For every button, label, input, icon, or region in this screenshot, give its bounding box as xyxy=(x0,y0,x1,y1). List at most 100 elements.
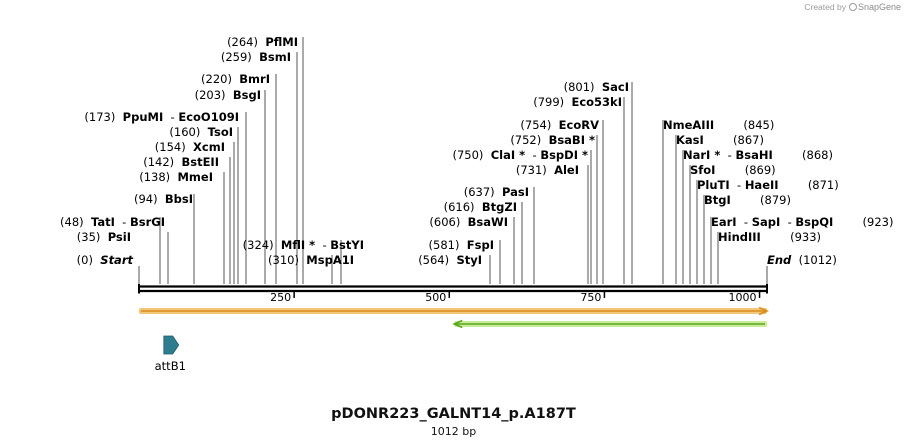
enzyme-name-eari[interactable]: EarI xyxy=(711,215,737,229)
start-label: (0) Start xyxy=(77,253,134,267)
enzyme-name-kasi[interactable]: KasI xyxy=(676,133,704,147)
enzyme-name-sfoi[interactable]: SfoI xyxy=(690,163,715,177)
enzyme-name-ecoo109i[interactable]: EcoO109I xyxy=(178,110,239,124)
site-gap xyxy=(232,72,239,86)
enzyme-name-bsrgi[interactable]: BsrGI xyxy=(130,215,165,229)
enzyme-name-fspi[interactable]: FspI xyxy=(467,238,494,252)
site-label-nari[interactable]: NarI * - BsaHI (868) xyxy=(683,148,833,162)
enzyme-name-psii[interactable]: PsiI xyxy=(108,230,131,244)
site-label-bsgi[interactable]: (203) BsgI xyxy=(195,88,261,102)
enzyme-name-styi[interactable]: StyI xyxy=(456,253,482,267)
site-label-xcmi[interactable]: (154) XcmI xyxy=(155,140,225,154)
site-label-nmeaiii[interactable]: NmeAIII (845) xyxy=(663,118,774,132)
enzyme-name-bmri[interactable]: BmrI xyxy=(239,72,270,86)
enzyme-name-mmei[interactable]: MmeI xyxy=(177,170,213,184)
site-label-hindiii[interactable]: HindIII (933) xyxy=(718,230,821,244)
site-label-bbsi[interactable]: (94) BbsI xyxy=(134,192,193,206)
enzyme-name-bsabi[interactable]: BsaBI * xyxy=(549,133,595,147)
site-label-psii[interactable]: (35) PsiI xyxy=(77,230,131,244)
enzyme-name-btgi[interactable]: BtgI xyxy=(704,193,731,207)
site-separator: - xyxy=(315,238,330,252)
site-gap xyxy=(833,215,862,229)
site-separator: - xyxy=(525,148,540,162)
enzyme-name-bsgi[interactable]: BsgI xyxy=(233,88,261,102)
site-position: (264) xyxy=(227,35,258,49)
enzyme-name-mfli[interactable]: MflI * xyxy=(281,238,315,252)
site-label-bmri[interactable]: (220) BmrI xyxy=(201,72,270,86)
enzyme-name-ppumi[interactable]: PpuMI xyxy=(123,110,164,124)
enzyme-name-bstyi[interactable]: BstYI xyxy=(330,238,364,252)
site-label-mmei[interactable]: (138) MmeI xyxy=(139,170,213,184)
enzyme-name-bspdi[interactable]: BspDI * xyxy=(540,148,588,162)
enzyme-name-sapi[interactable]: SapI xyxy=(752,215,781,229)
site-gap xyxy=(779,178,808,192)
site-label-eari[interactable]: EarI - SapI - BspQI (923) xyxy=(711,215,893,229)
enzyme-name-tsoi[interactable]: TsoI xyxy=(208,125,233,139)
site-label-clai[interactable]: (750) ClaI * - BspDI * xyxy=(452,148,588,162)
enzyme-name-tati[interactable]: TatI xyxy=(91,215,115,229)
enzyme-name-bsteii[interactable]: BstEII xyxy=(181,155,219,169)
site-separator: - xyxy=(730,178,745,192)
site-label-bsabi[interactable]: (752) BsaBI * xyxy=(510,133,595,147)
site-position: (871) xyxy=(808,178,839,192)
enzyme-name-ecorv[interactable]: EcoRV xyxy=(559,118,599,132)
site-label-fspi[interactable]: (581) FspI xyxy=(429,238,494,252)
site-label-bsteii[interactable]: (142) BstEII xyxy=(143,155,219,169)
enzyme-name-bsmi[interactable]: BsmI xyxy=(259,50,291,64)
enzyme-name-pflmi[interactable]: PflMI xyxy=(265,35,298,49)
site-connectors xyxy=(159,37,719,284)
feature-attb1-arrow[interactable] xyxy=(163,335,180,355)
enzyme-name-bsawi[interactable]: BsaWI xyxy=(468,215,508,229)
site-label-mfli[interactable]: (324) MflI * - BstYI xyxy=(243,238,364,252)
site-label-tsoi[interactable]: (160) TsoI xyxy=(169,125,233,139)
site-gap xyxy=(714,118,743,132)
enzyme-name-haeii[interactable]: HaeII xyxy=(745,178,779,192)
site-position: (310) xyxy=(268,253,299,267)
enzyme-name-bsahi[interactable]: BsaHI xyxy=(735,148,772,162)
site-label-bsmi[interactable]: (259) BsmI xyxy=(221,50,291,64)
site-position: (259) xyxy=(221,50,252,64)
site-label-btgi[interactable]: BtgI (879) xyxy=(704,193,791,207)
site-position: (142) xyxy=(143,155,174,169)
end-position: (1012) xyxy=(799,253,837,267)
enzyme-name-pasi[interactable]: PasI xyxy=(502,185,529,199)
site-position: (94) xyxy=(134,192,158,206)
site-separator: - xyxy=(720,148,735,162)
site-gap xyxy=(773,148,802,162)
site-gap xyxy=(541,133,548,147)
enzyme-name-btgzi[interactable]: BtgZI xyxy=(482,200,517,214)
site-label-saci[interactable]: (801) SacI xyxy=(564,80,629,94)
enzyme-name-alei[interactable]: AleI xyxy=(554,163,579,177)
enzyme-name-bbsi[interactable]: BbsI xyxy=(165,192,193,206)
site-label-ecorv[interactable]: (754) EcoRV xyxy=(520,118,599,132)
enzyme-name-pluti[interactable]: PluTI xyxy=(697,178,730,192)
enzyme-name-nmeaiii[interactable]: NmeAIII xyxy=(663,118,714,132)
site-label-kasi[interactable]: KasI (867) xyxy=(676,133,764,147)
site-label-eco53ki[interactable]: (799) Eco53kI xyxy=(533,95,622,109)
site-label-sfoi[interactable]: SfoI (869) xyxy=(690,163,776,177)
enzyme-name-mspa1i[interactable]: MspA1I xyxy=(306,253,354,267)
enzyme-name-saci[interactable]: SacI xyxy=(602,80,629,94)
orf-tracks xyxy=(139,306,769,329)
site-label-tati[interactable]: (48) TatI - BsrGI xyxy=(60,215,165,229)
enzyme-name-clai[interactable]: ClaI * xyxy=(491,148,525,162)
enzyme-name-eco53ki[interactable]: Eco53kI xyxy=(571,95,622,109)
site-label-bsawi[interactable]: (606) BsaWI xyxy=(429,215,508,229)
site-label-pflmi[interactable]: (264) PflMI xyxy=(227,35,298,49)
site-label-alei[interactable]: (731) AleI xyxy=(516,163,579,177)
site-label-btgzi[interactable]: (616) BtgZI xyxy=(444,200,517,214)
enzyme-name-hindiii[interactable]: HindIII xyxy=(718,230,761,244)
enzyme-name-bspqi[interactable]: BspQI xyxy=(795,215,833,229)
site-position: (750) xyxy=(452,148,483,162)
site-label-styi[interactable]: (564) StyI xyxy=(418,253,482,267)
site-label-pluti[interactable]: PluTI - HaeII (871) xyxy=(697,178,839,192)
site-label-mspa1i[interactable]: (310) MspA1I xyxy=(268,253,354,267)
orf-arrowhead-2 xyxy=(452,319,463,329)
site-label-pasi[interactable]: (637) PasI xyxy=(464,185,529,199)
enzyme-name-nari[interactable]: NarI * xyxy=(683,148,720,162)
site-gap xyxy=(715,163,744,177)
end-gap xyxy=(791,253,798,267)
enzyme-name-xcmi[interactable]: XcmI xyxy=(193,140,225,154)
site-label-ppumi[interactable]: (173) PpuMI - EcoO109I xyxy=(84,110,239,124)
